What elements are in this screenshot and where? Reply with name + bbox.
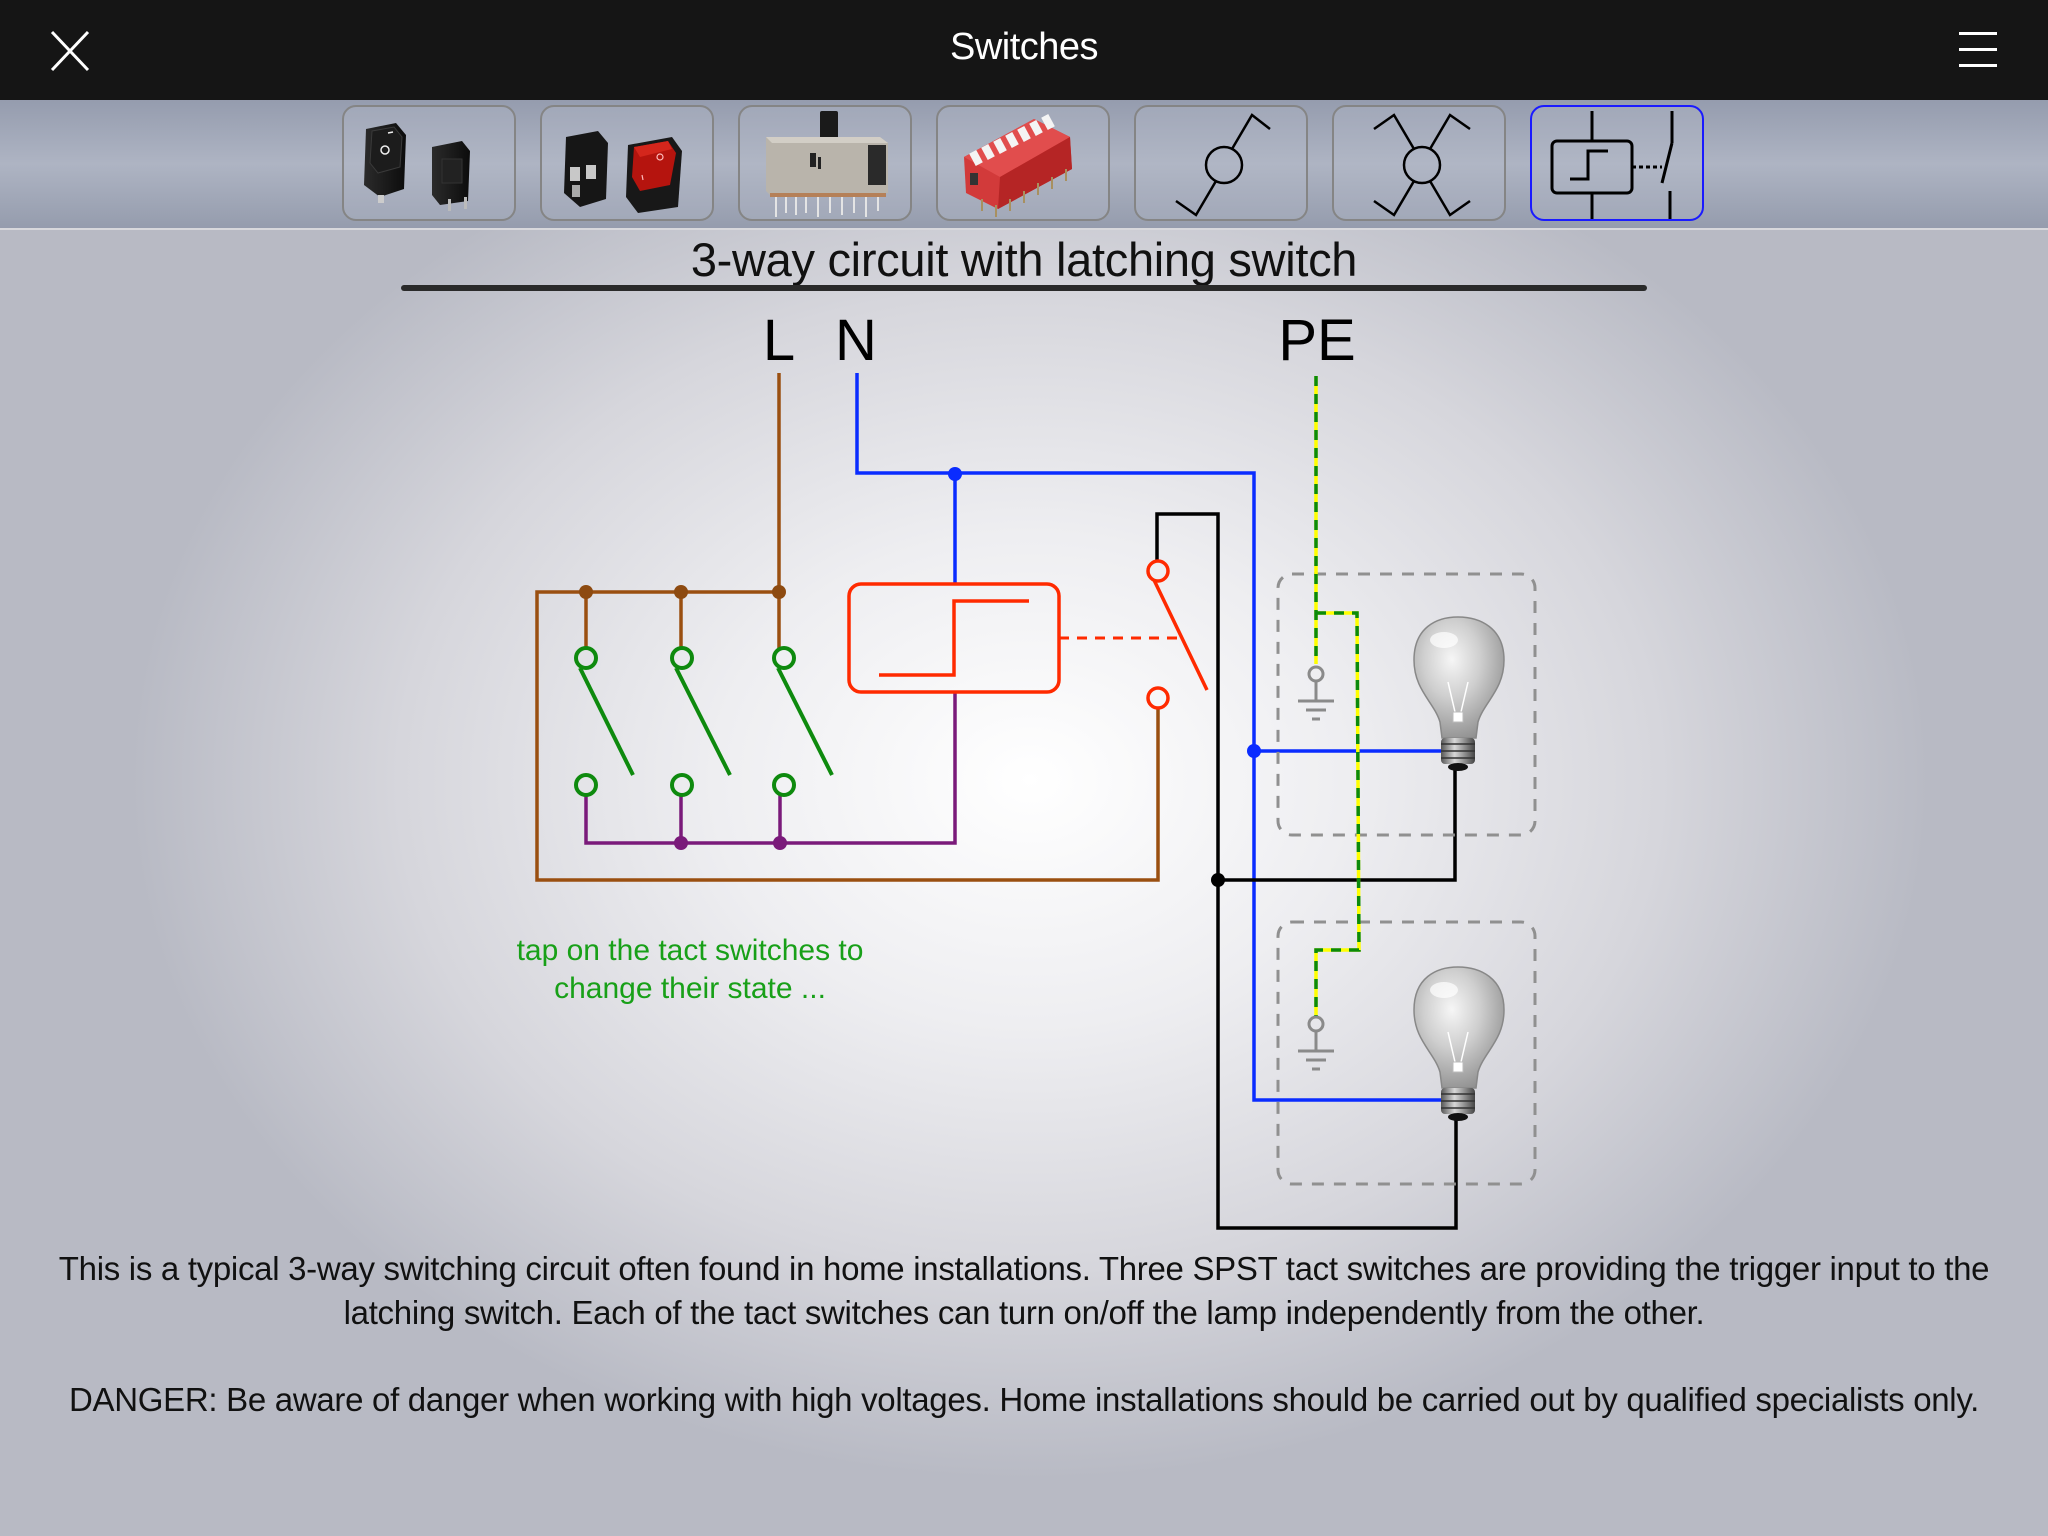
relay-contact: [1146, 559, 1209, 710]
earth-symbol-icon: [1298, 665, 1334, 721]
live-junction: [772, 585, 786, 599]
circuit-description: This is a typical 3-way switching circui…: [58, 1250, 1990, 1331]
rocker-switch-photo-icon: [364, 123, 470, 211]
tab-two-way-switch-symbol[interactable]: [1134, 105, 1308, 221]
illuminated-rocker-switch-photo-icon: [564, 131, 682, 213]
dip-switch-photo-icon: [964, 113, 1072, 217]
latching-relay-coil: [847, 582, 1061, 694]
tab-dip-switch[interactable]: [936, 105, 1110, 221]
circuit-title: 3-way circuit with latching switch: [690, 233, 1358, 286]
neutral-junction: [948, 467, 962, 481]
menu-button[interactable]: [1948, 22, 2008, 78]
tact-switch-3[interactable]: [758, 640, 848, 800]
tab-illuminated-rocker-switches[interactable]: [540, 105, 714, 221]
tact-switch-hint: tap on the tact switches to change their…: [440, 932, 940, 1008]
lamp-2-enclosure: [1276, 920, 1537, 1186]
switched-junction: [1211, 873, 1225, 887]
neutral-wire: [855, 373, 1453, 1102]
trigger-wire: [584, 692, 957, 845]
intermediate-switch-symbol-icon: [1373, 113, 1471, 217]
latching-relay-symbol-icon: [1550, 111, 1674, 219]
tab-rocker-switches[interactable]: [342, 105, 516, 221]
close-button[interactable]: [42, 24, 98, 80]
hint-line-2: change their state ...: [554, 972, 826, 1005]
earth-symbol-icon: [1298, 1015, 1334, 1071]
tact-switch-2[interactable]: [656, 640, 746, 800]
terminal-label-neutral: N: [835, 308, 877, 373]
terminal-label-earth: PE: [1278, 308, 1355, 373]
danger-warning: DANGER: Be aware of danger when working …: [69, 1381, 1979, 1418]
tact-switch-1[interactable]: [560, 640, 650, 800]
live-wire: [535, 373, 1160, 882]
lamp-1-enclosure: [1276, 572, 1537, 837]
earth-wire: [1314, 376, 1361, 1017]
lamp-1-bulb-icon: [1413, 616, 1505, 771]
hint-line-1: tap on the tact switches to: [516, 934, 864, 967]
close-x-icon: [50, 30, 90, 72]
tab-latching-relay-symbol[interactable]: [1530, 105, 1704, 221]
slide-switch-photo-icon: [766, 111, 888, 217]
screen-title: Switches: [949, 26, 1099, 68]
trigger-junction: [674, 836, 688, 850]
top-bar: Switches: [0, 0, 2048, 100]
switched-live-wire: [1155, 512, 1458, 1230]
tab-intermediate-switch-symbol[interactable]: [1332, 105, 1506, 221]
terminal-label-live: L: [763, 308, 795, 373]
hamburger-menu-icon: [1959, 32, 1997, 67]
switch-type-tabbar: [0, 100, 2048, 230]
live-junction: [579, 585, 593, 599]
live-junction: [674, 585, 688, 599]
tab-slide-switch[interactable]: [738, 105, 912, 221]
two-way-switch-symbol-icon: [1175, 113, 1271, 217]
lamp-2-bulb-icon: [1413, 966, 1505, 1121]
title-divider: [401, 285, 1647, 291]
neutral-junction: [1247, 744, 1261, 758]
trigger-junction: [773, 836, 787, 850]
